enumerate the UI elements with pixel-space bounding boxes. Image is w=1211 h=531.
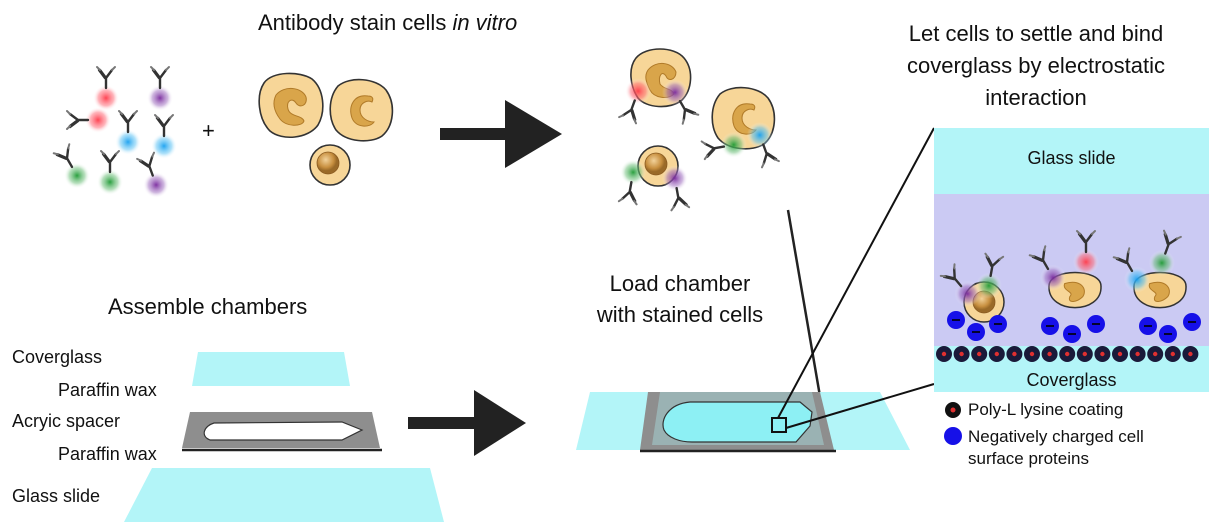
antibody (1073, 230, 1099, 275)
inset-glass-slide-label: Glass slide (1027, 148, 1116, 168)
chamber-layers (124, 352, 444, 522)
antibody (136, 151, 170, 198)
antibody (115, 110, 141, 155)
stain-title-italic: in vitro (452, 10, 518, 35)
layer-label-paraffin-wax-top: Paraffin wax (58, 380, 157, 400)
inset-glass-slide (934, 128, 1209, 194)
layer-label-glass-slide: Glass slide (12, 486, 101, 506)
zoom-line-top (777, 127, 935, 419)
settle-line-1: Let cells to settle and bind (908, 21, 1164, 46)
negative-charge (947, 311, 965, 329)
antibody (618, 78, 652, 125)
stained-cells (630, 48, 776, 187)
assembled-chamber (576, 392, 910, 453)
antibody (93, 66, 119, 111)
settle-caption: Let cells to settle and bind coverglass … (862, 18, 1210, 114)
settle-line-2: coverglass by electrostatic (907, 53, 1165, 78)
antibody (662, 79, 700, 125)
legend-negative-line-2: surface proteins (968, 449, 1089, 468)
antibody (1148, 229, 1182, 276)
antibody (147, 66, 173, 111)
negative-charge (1041, 317, 1059, 335)
antibody (97, 150, 123, 195)
settle-line-3: interaction (985, 85, 1087, 110)
arrow-stain-to-stained (440, 100, 562, 168)
legend-polylysine-label: Poly-L lysine coating (968, 400, 1124, 419)
coverglass-layer (192, 352, 350, 386)
unstained-cells (258, 72, 394, 186)
layer-label-acrylic-spacer: Acryic spacer (12, 411, 121, 431)
spacer-cutout (203, 421, 364, 441)
negative-charge (1159, 325, 1177, 343)
load-caption: Load chamber with stained cells (570, 268, 790, 330)
antibody (52, 143, 90, 189)
inset-coverglass-label: Coverglass (1026, 370, 1117, 390)
antibody (617, 159, 647, 206)
glass-slide-layer (124, 468, 444, 522)
antibody (700, 131, 747, 161)
legend-negative-line-1: Negatively charged cell (968, 427, 1144, 446)
antibody (1028, 245, 1066, 291)
legend-negative-label: Negatively charged cell surface proteins (968, 426, 1144, 470)
arrow-assemble-to-load (408, 390, 526, 456)
load-line-1: Load chamber (609, 271, 751, 296)
layer-label-paraffin-wax-bottom: Paraffin wax (58, 444, 157, 464)
legend (944, 402, 962, 445)
load-line-2: with stained cells (596, 302, 764, 327)
negative-charge (1183, 313, 1201, 331)
antibody (1112, 247, 1150, 293)
cell (258, 72, 324, 138)
antibody (66, 107, 111, 133)
stain-title: Antibody stain cells in vitro (258, 10, 517, 36)
zoom-inset (934, 128, 1209, 392)
plus-sign: + (202, 118, 215, 143)
antibody (975, 252, 1005, 299)
bound-antibodies (617, 78, 780, 212)
cell (309, 144, 351, 186)
antibody (151, 114, 177, 159)
negative-charge (1087, 315, 1105, 333)
stain-title-text: Antibody stain cells (258, 10, 453, 35)
antibody (746, 122, 780, 169)
assemble-title: Assemble chambers (108, 294, 308, 319)
antibody (939, 263, 981, 307)
negative-charge (989, 315, 1007, 333)
cell (329, 78, 394, 142)
zoom-line-bottom (785, 383, 935, 429)
free-antibodies (52, 66, 177, 198)
arrow-load-cells (786, 209, 828, 413)
antibody (661, 165, 691, 212)
negative-charge (1063, 325, 1081, 343)
negative-charge-legend-marker (944, 427, 962, 445)
layer-label-coverglass: Coverglass (12, 347, 103, 367)
negative-charge (967, 323, 985, 341)
negative-charge (1139, 317, 1157, 335)
